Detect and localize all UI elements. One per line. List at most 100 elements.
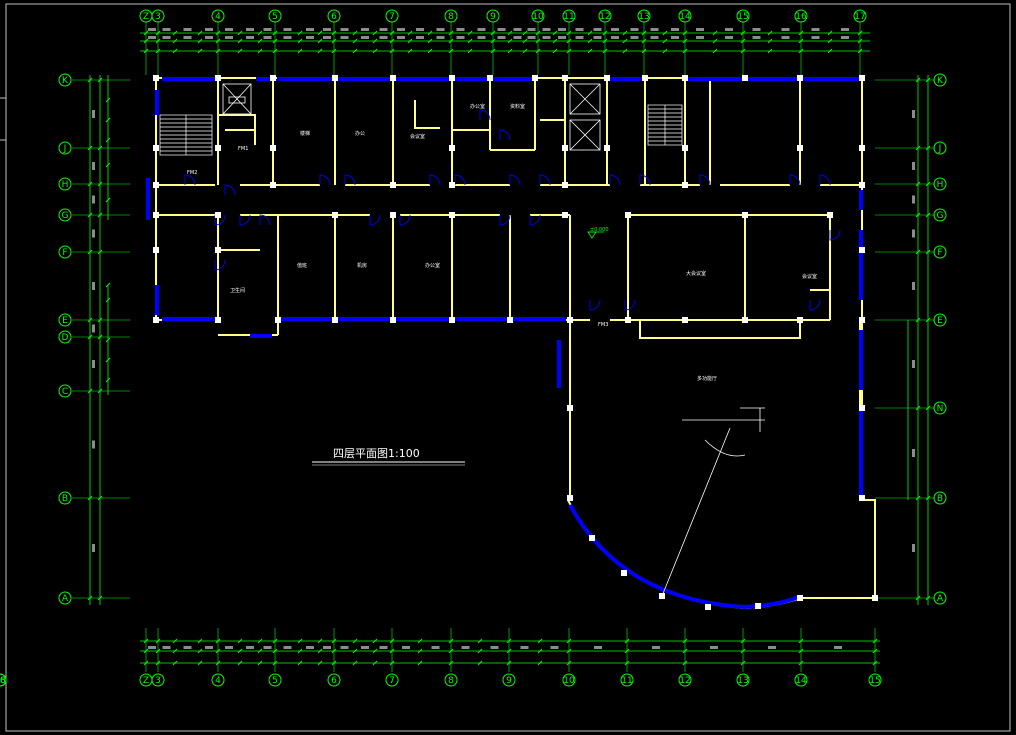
column — [449, 145, 455, 151]
dim-tick — [537, 638, 543, 644]
auditorium-arc-wall — [567, 499, 801, 610]
dim-tick — [87, 388, 93, 394]
door-swing — [184, 174, 196, 186]
axis-bubble-label: 7 — [389, 12, 395, 22]
dim-label — [671, 36, 679, 39]
dim-tick — [155, 638, 161, 644]
dim-tick — [105, 162, 111, 168]
column — [390, 182, 396, 188]
dim-tick — [587, 38, 593, 44]
dim-label — [696, 36, 704, 39]
axis-bubble-label: C — [62, 387, 68, 397]
dim-tick — [143, 48, 149, 54]
dim-tick — [257, 48, 263, 54]
room-label: 多功能厅 — [697, 375, 717, 382]
axis-bubble — [268, 673, 282, 687]
axis-bubble-label: A — [937, 594, 944, 604]
dim-label — [558, 36, 566, 39]
axis-bubble-label: H — [62, 180, 69, 190]
axis-bubble-label: B — [937, 494, 943, 504]
dim-tick — [417, 648, 423, 654]
dim-tick — [97, 595, 103, 601]
column — [562, 212, 568, 218]
dim-tick — [372, 48, 378, 54]
dim-tick — [389, 30, 395, 36]
column — [562, 75, 568, 81]
axis-bubble — [562, 673, 576, 687]
dim-label — [650, 28, 659, 31]
axis-bubble — [502, 673, 516, 687]
dim-tick — [622, 38, 628, 44]
axis-bubble — [444, 9, 458, 23]
axis-bubble — [58, 330, 72, 344]
dim-tick — [427, 30, 433, 36]
axis-bubble — [58, 141, 72, 155]
stairs — [159, 104, 683, 156]
dim-tick — [477, 638, 483, 644]
axis-bubble-label: 5 — [272, 12, 278, 22]
dim-tick — [448, 660, 454, 666]
axis-bubble — [794, 673, 808, 687]
dim-tick — [857, 30, 863, 36]
dim-tick — [915, 595, 921, 601]
column — [859, 495, 865, 501]
door-swing — [399, 214, 411, 226]
dim-tick — [172, 48, 178, 54]
axis-bubble — [853, 9, 867, 23]
dim-tick — [682, 660, 688, 666]
column — [567, 405, 573, 411]
door-swing — [529, 214, 541, 226]
dim-label — [593, 28, 602, 31]
room-label: 办公室 — [425, 262, 440, 269]
dim-tick — [712, 48, 718, 54]
dim-tick — [767, 48, 773, 54]
dim-tick — [389, 648, 395, 654]
dim-tick — [712, 38, 718, 44]
room-labels: 楼梯办公会议室办公室资料室FM1FM2FM3卫生间值班机房办公室大会议室多功能厅… — [187, 103, 817, 382]
axis-bubble-label: B — [62, 494, 68, 504]
axis-bubble — [562, 9, 576, 23]
axis-bubble-label: D — [62, 333, 69, 343]
dim-tick — [272, 30, 278, 36]
door-swing — [609, 174, 621, 186]
dim-label — [630, 28, 639, 31]
dim-tick — [389, 660, 395, 666]
arc-window — [568, 504, 799, 610]
dim-label — [650, 36, 659, 39]
dim-label — [912, 449, 915, 457]
dim-label — [379, 28, 388, 31]
dim-tick — [624, 648, 630, 654]
dim-tick — [215, 648, 221, 654]
dim-label — [477, 36, 486, 39]
level-mark: ±0.000 — [587, 227, 609, 239]
axis-bubble-label: 11 — [621, 676, 632, 686]
dim-label — [834, 646, 842, 649]
dim-tick — [552, 30, 558, 36]
axis-bubble-label: G — [62, 211, 69, 221]
dim-label — [520, 646, 529, 649]
dim-tick — [427, 38, 433, 44]
dim-label — [379, 36, 388, 39]
dim-tick — [197, 48, 203, 54]
dim-tick — [155, 30, 161, 36]
axis-bubble — [58, 177, 72, 191]
dim-tick — [506, 638, 512, 644]
dim-tick — [798, 38, 804, 44]
dim-tick — [352, 30, 358, 36]
dim-label — [611, 36, 619, 39]
dim-tick — [105, 97, 111, 103]
dim-tick — [331, 48, 337, 54]
dim-tick — [587, 30, 593, 36]
dim-tick — [155, 648, 161, 654]
column — [153, 75, 159, 81]
dim-tick — [448, 30, 454, 36]
drawing-title: 四层平面图1:100 — [333, 447, 420, 460]
dim-tick — [105, 357, 111, 363]
dim-tick — [197, 30, 203, 36]
axis-bubble — [444, 673, 458, 687]
dim-label — [752, 36, 761, 39]
dim-tick — [740, 660, 746, 666]
dim-tick — [827, 30, 833, 36]
axis-bubble-label: 16 — [0, 676, 6, 686]
